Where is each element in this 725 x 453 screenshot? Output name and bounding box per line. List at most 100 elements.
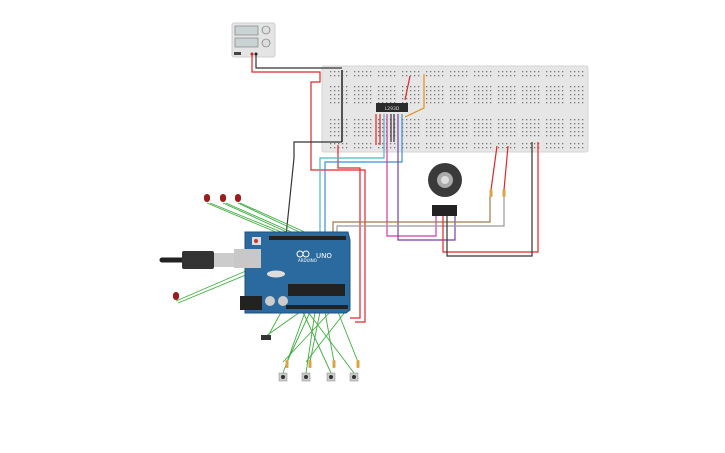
breadboard-hole <box>486 135 488 137</box>
breadboard-hole <box>558 143 560 145</box>
breadboard-hole <box>434 127 436 129</box>
breadboard-hole <box>410 86 412 88</box>
resistor[interactable] <box>332 360 336 368</box>
breadboard-hole <box>482 143 484 145</box>
arduino-uno[interactable]: ARDUINO UNO <box>234 231 351 314</box>
breadboard-hole <box>562 135 564 137</box>
breadboard-hole <box>366 86 368 88</box>
breadboard-hole <box>490 131 492 133</box>
breadboard-hole <box>526 147 528 149</box>
breadboard[interactable] <box>321 65 589 153</box>
breadboard-hole <box>498 75 500 77</box>
breadboard-hole <box>330 135 332 137</box>
breadboard-hole <box>570 119 572 121</box>
wire-red-res2 <box>503 145 509 191</box>
breadboard-hole <box>462 123 464 125</box>
breadboard-hole <box>486 98 488 100</box>
breadboard-hole <box>482 98 484 100</box>
wire-gray <box>336 196 505 236</box>
breadboard-hole <box>578 86 580 88</box>
breadboard-hole <box>534 90 536 92</box>
wire-magenta <box>386 114 437 237</box>
breadboard-hole <box>434 135 436 137</box>
breadboard-hole <box>366 102 368 104</box>
breadboard-hole <box>442 75 444 77</box>
breadboard-hole <box>338 75 340 77</box>
breadboard-hole <box>370 75 372 77</box>
breadboard-hole <box>558 135 560 137</box>
led[interactable] <box>220 194 226 202</box>
breadboard-hole <box>526 102 528 104</box>
breadboard-hole <box>538 127 540 129</box>
wire-blue <box>324 114 403 236</box>
resistor[interactable] <box>308 360 312 368</box>
pushbutton[interactable] <box>278 372 288 382</box>
breadboard-hole <box>522 71 524 73</box>
dc-motor[interactable] <box>428 163 462 216</box>
breadboard-hole <box>530 123 532 125</box>
resistor[interactable] <box>285 360 289 368</box>
resistor[interactable] <box>489 189 493 197</box>
breadboard-hole <box>562 119 564 121</box>
breadboard-hole <box>386 94 388 96</box>
breadboard-hole <box>338 90 340 92</box>
breadboard-hole <box>450 90 452 92</box>
breadboard-hole <box>466 119 468 121</box>
wire-arduino-gnd <box>285 141 342 237</box>
breadboard-hole <box>546 119 548 121</box>
breadboard-hole <box>526 119 528 121</box>
breadboard-hole <box>346 127 348 129</box>
breadboard-hole <box>482 127 484 129</box>
breadboard-hole <box>334 143 336 145</box>
breadboard-hole <box>386 90 388 92</box>
slide-switch[interactable] <box>261 335 271 340</box>
power-supply[interactable] <box>231 22 276 58</box>
breadboard-hole <box>406 102 408 104</box>
breadboard-hole <box>382 143 384 145</box>
breadboard-hole <box>382 98 384 100</box>
breadboard-hole <box>330 102 332 104</box>
breadboard-hole <box>506 94 508 96</box>
breadboard-hole <box>406 98 408 100</box>
led[interactable] <box>204 194 210 202</box>
breadboard-hole <box>330 94 332 96</box>
breadboard-hole <box>338 123 340 125</box>
breadboard-hole <box>522 127 524 129</box>
breadboard-hole <box>394 119 396 121</box>
l293d-chip[interactable]: L293D <box>376 103 408 112</box>
breadboard-hole <box>462 102 464 104</box>
breadboard-hole <box>414 143 416 145</box>
breadboard-hole <box>418 86 420 88</box>
breadboard-hole <box>570 143 572 145</box>
breadboard-hole <box>574 86 576 88</box>
breadboard-hole <box>502 147 504 149</box>
breadboard-hole <box>550 131 552 133</box>
breadboard-hole <box>498 86 500 88</box>
breadboard-hole <box>378 71 380 73</box>
breadboard-hole <box>410 119 412 121</box>
resistor[interactable] <box>356 360 360 368</box>
breadboard-hole <box>334 102 336 104</box>
breadboard-hole <box>546 147 548 149</box>
pushbutton[interactable] <box>349 372 359 382</box>
breadboard-hole <box>558 147 560 149</box>
breadboard-hole <box>554 75 556 77</box>
pushbutton[interactable] <box>301 372 311 382</box>
led[interactable] <box>235 194 241 202</box>
breadboard-hole <box>490 135 492 137</box>
pushbutton[interactable] <box>326 372 336 382</box>
breadboard-hole <box>474 131 476 133</box>
led[interactable] <box>173 292 179 300</box>
breadboard-hole <box>330 98 332 100</box>
resistor[interactable] <box>502 189 506 197</box>
breadboard-hole <box>482 123 484 125</box>
breadboard-hole <box>394 135 396 137</box>
breadboard-hole <box>462 75 464 77</box>
breadboard-hole <box>574 123 576 125</box>
breadboard-hole <box>410 98 412 100</box>
breadboard-hole <box>366 143 368 145</box>
breadboard-hole <box>434 147 436 149</box>
breadboard-hole <box>554 71 556 73</box>
breadboard-hole <box>430 131 432 133</box>
